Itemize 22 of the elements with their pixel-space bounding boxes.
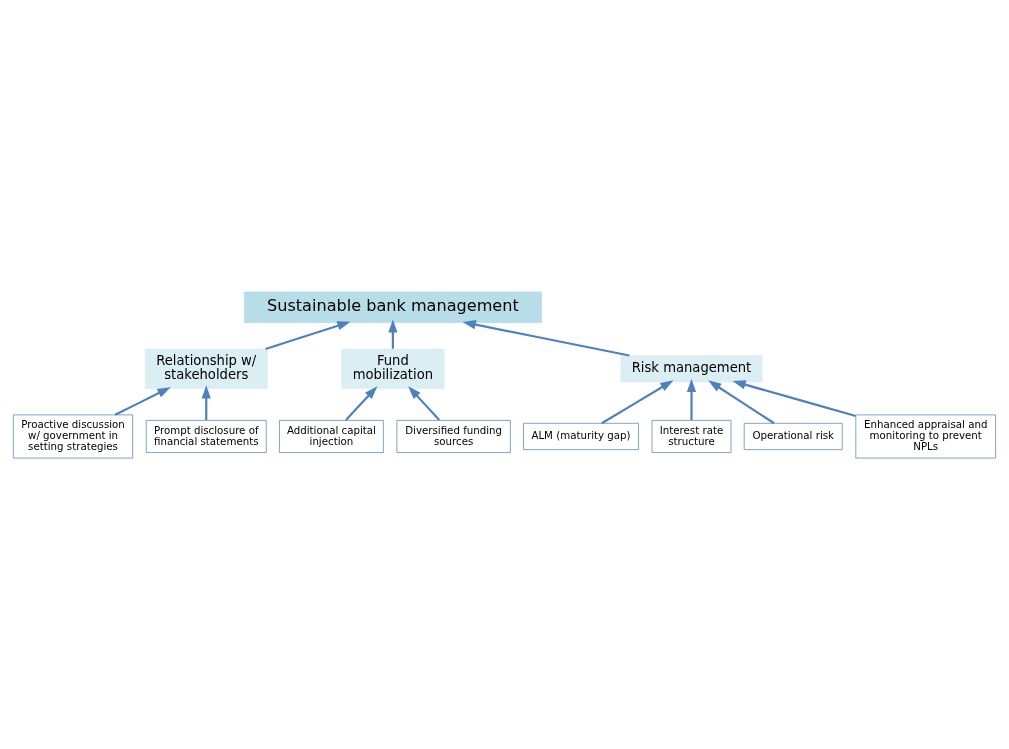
node-box: Prompt disclosure of financial statements	[145, 419, 267, 453]
node-box: ALM (maturity gap)	[523, 422, 639, 450]
arrow	[201, 384, 211, 420]
node-box: Proactive discussion w/ government in setting strategies	[13, 414, 134, 458]
arrow	[345, 385, 378, 421]
node-box: Additional capital injection	[279, 419, 384, 453]
arrow	[408, 385, 441, 421]
arrow	[732, 379, 857, 417]
node-box: Interest rate structure	[651, 419, 732, 453]
arrow	[265, 320, 351, 350]
arrow	[114, 386, 171, 416]
node-box: Operational risk	[743, 422, 843, 450]
node-box: Fund mobilization	[341, 348, 445, 389]
node-box: Diversified funding sources	[396, 419, 511, 453]
arrow	[601, 379, 674, 424]
arrow	[462, 319, 630, 357]
arrow	[686, 378, 697, 420]
node-box: Enhanced appraisal and monitoring to prevent NPLs	[855, 414, 996, 458]
node-box: Relationship w/ stakeholders	[144, 348, 268, 389]
node-box: Sustainable bank management	[243, 291, 542, 323]
arrow	[708, 379, 775, 424]
node-box: Risk management	[620, 354, 763, 382]
